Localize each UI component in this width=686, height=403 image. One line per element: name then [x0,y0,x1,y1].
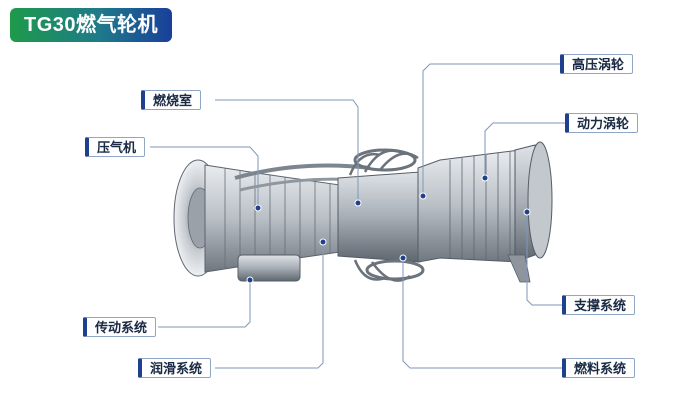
label-lube-system: 润滑系统 [138,358,212,378]
diagram-title: TG30燃气轮机 [10,8,172,42]
label-compressor: 压气机 [85,137,146,157]
label-fuel-system: 燃料系统 [562,358,636,378]
label-combustor: 燃烧室 [141,90,202,110]
label-gearbox: 传动系统 [83,317,157,337]
engine-illustration [173,141,553,283]
label-power-turbine: 动力涡轮 [565,113,639,133]
label-hp-turbine: 高压涡轮 [560,54,634,74]
label-support-system: 支撑系统 [562,295,636,315]
